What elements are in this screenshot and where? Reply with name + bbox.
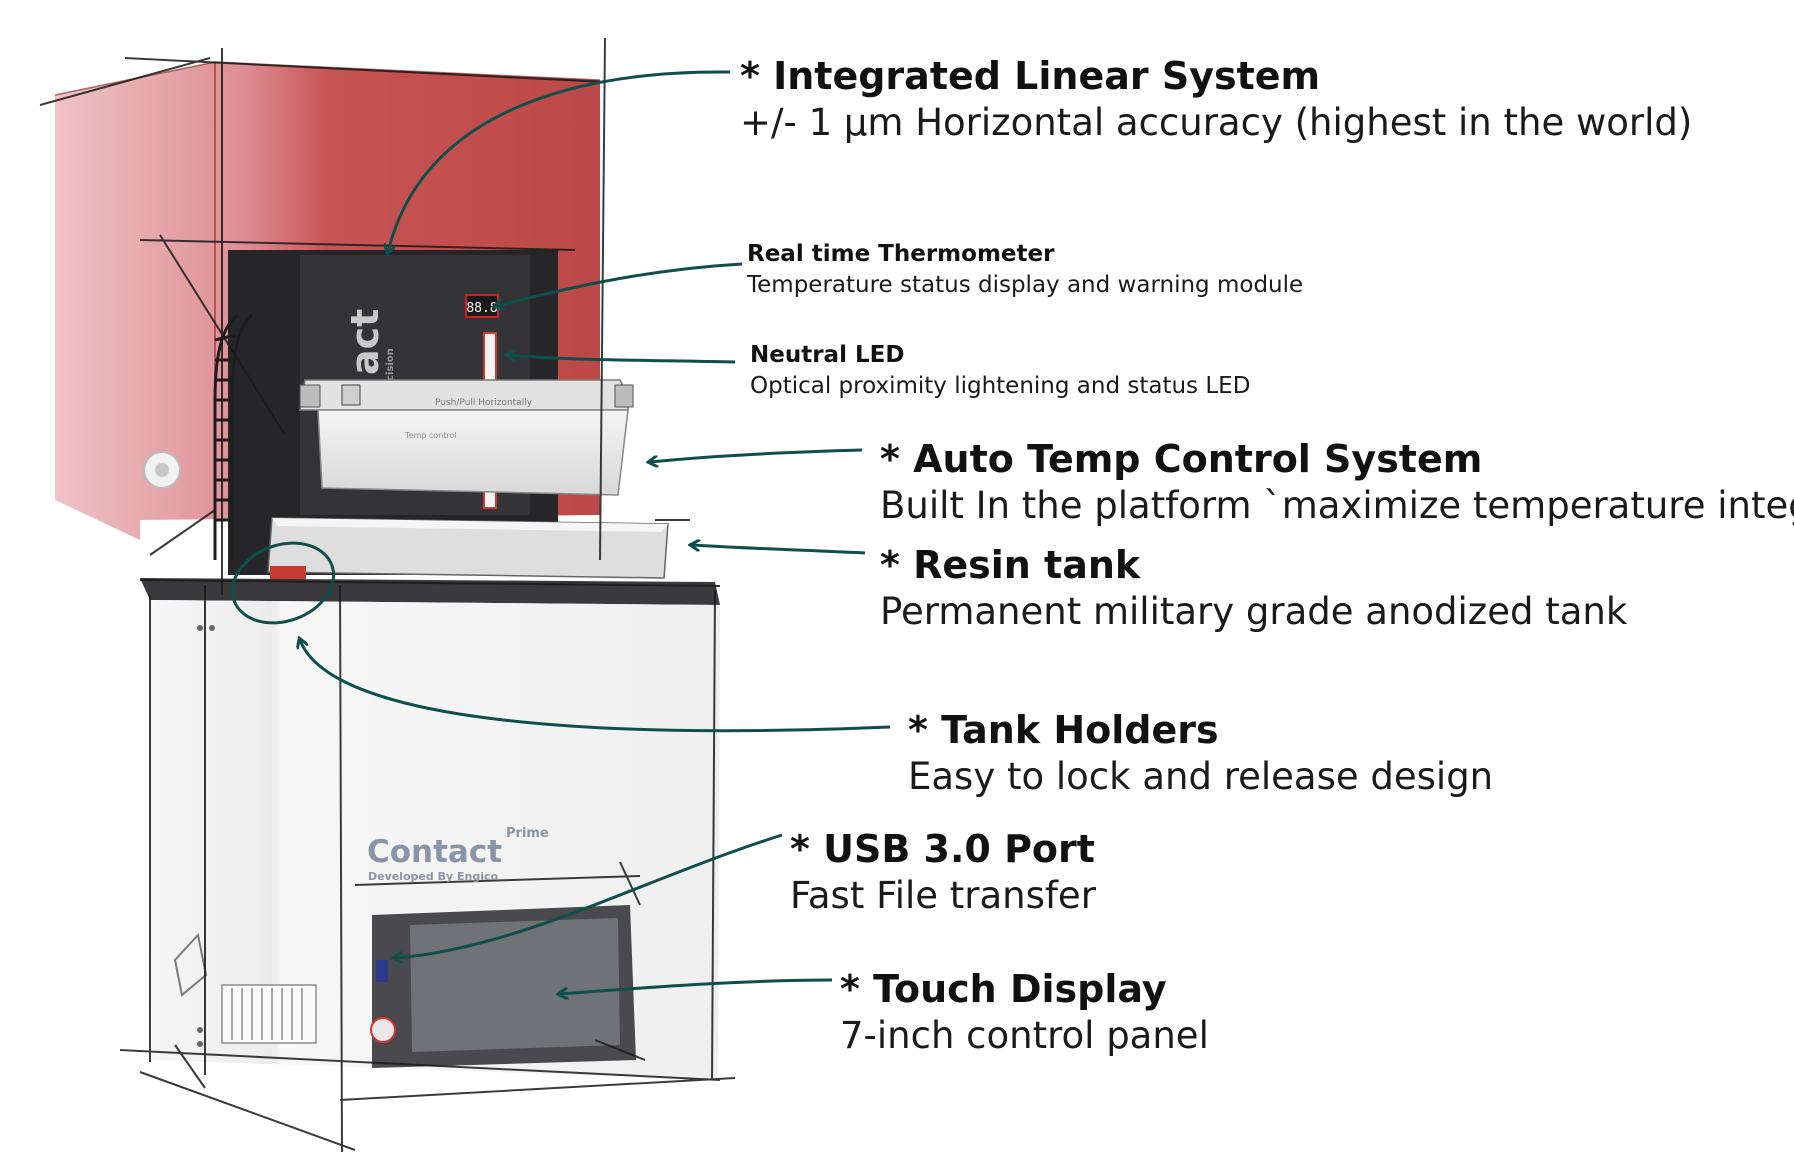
callout-title: * Touch Display [840,967,1167,1011]
side-brand-sublabel: Precision [385,348,396,400]
callout-title: Neutral LED [750,342,905,368]
callout-neutral-led: Neutral LED Optical proximity lightening… [750,340,1250,402]
callout-desc: +/- 1 µm Horizontal accuracy (highest in… [740,101,1693,144]
brand-tagline: Developed By Engico [368,870,499,883]
callout-desc: 7-inch control panel [840,1014,1209,1057]
usb-port [376,960,388,982]
callout-desc: Optical proximity lightening and status … [750,373,1251,399]
arrow-led [508,355,736,364]
callout-title: * USB 3.0 Port [790,827,1095,871]
callout-thermometer: Real time Thermometer Temperature status… [747,239,1303,301]
arrow-holders [300,640,891,733]
callout-title: Real time Thermometer [747,241,1055,267]
callout-title: * Auto Temp Control System [880,437,1483,481]
build-platform: Push/Pull Horizontally Temp control [299,379,634,496]
arrow-display [560,978,833,994]
callout-resin-tank: * Resin tank Permanent military grade an… [880,542,1627,636]
thermometer-display: 88.8 [465,294,499,318]
neutral-led [483,332,497,382]
tank-holder-circle [230,541,336,625]
callout-desc: Built In the platform `maximize temperat… [880,484,1794,527]
arrow-temp [650,448,863,462]
callout-arrows [300,70,891,994]
callout-touch-display: * Touch Display 7-inch control panel [840,966,1209,1060]
side-brand-label: act [343,309,387,375]
touch-display [370,905,636,1068]
callout-auto-temp: * Auto Temp Control System Built In the … [880,436,1794,530]
callout-title: * Resin tank [880,543,1141,587]
platform-label: Push/Pull Horizontally [435,398,533,408]
arrow-thermo [496,262,743,306]
cable-chain [213,313,253,560]
thermometer-readout: 88.8 [466,301,497,316]
platform-sublabel: Temp control [404,431,457,440]
arrow-usb [395,833,783,958]
resin-tank [267,517,669,579]
brand-name: Contact [367,834,503,870]
callout-desc: Easy to lock and release design [908,755,1494,798]
arrow-tank [692,545,866,555]
callout-usb-port: * USB 3.0 Port Fast File transfer [790,826,1096,920]
callout-title: * Integrated Linear System [740,54,1321,98]
callout-desc: Permanent military grade anodized tank [880,590,1628,633]
arrow-linear [388,70,731,252]
callout-tank-holders: * Tank Holders Easy to lock and release … [908,707,1493,801]
callout-linear-system: * Integrated Linear System +/- 1 µm Hori… [740,53,1692,147]
callout-title: * Tank Holders [908,708,1219,752]
brand-suffix: Prime [506,826,549,841]
callout-desc: Fast File transfer [790,874,1096,917]
power-button [370,1017,396,1043]
callout-desc: Temperature status display and warning m… [747,272,1304,298]
tank-holder [270,566,306,580]
